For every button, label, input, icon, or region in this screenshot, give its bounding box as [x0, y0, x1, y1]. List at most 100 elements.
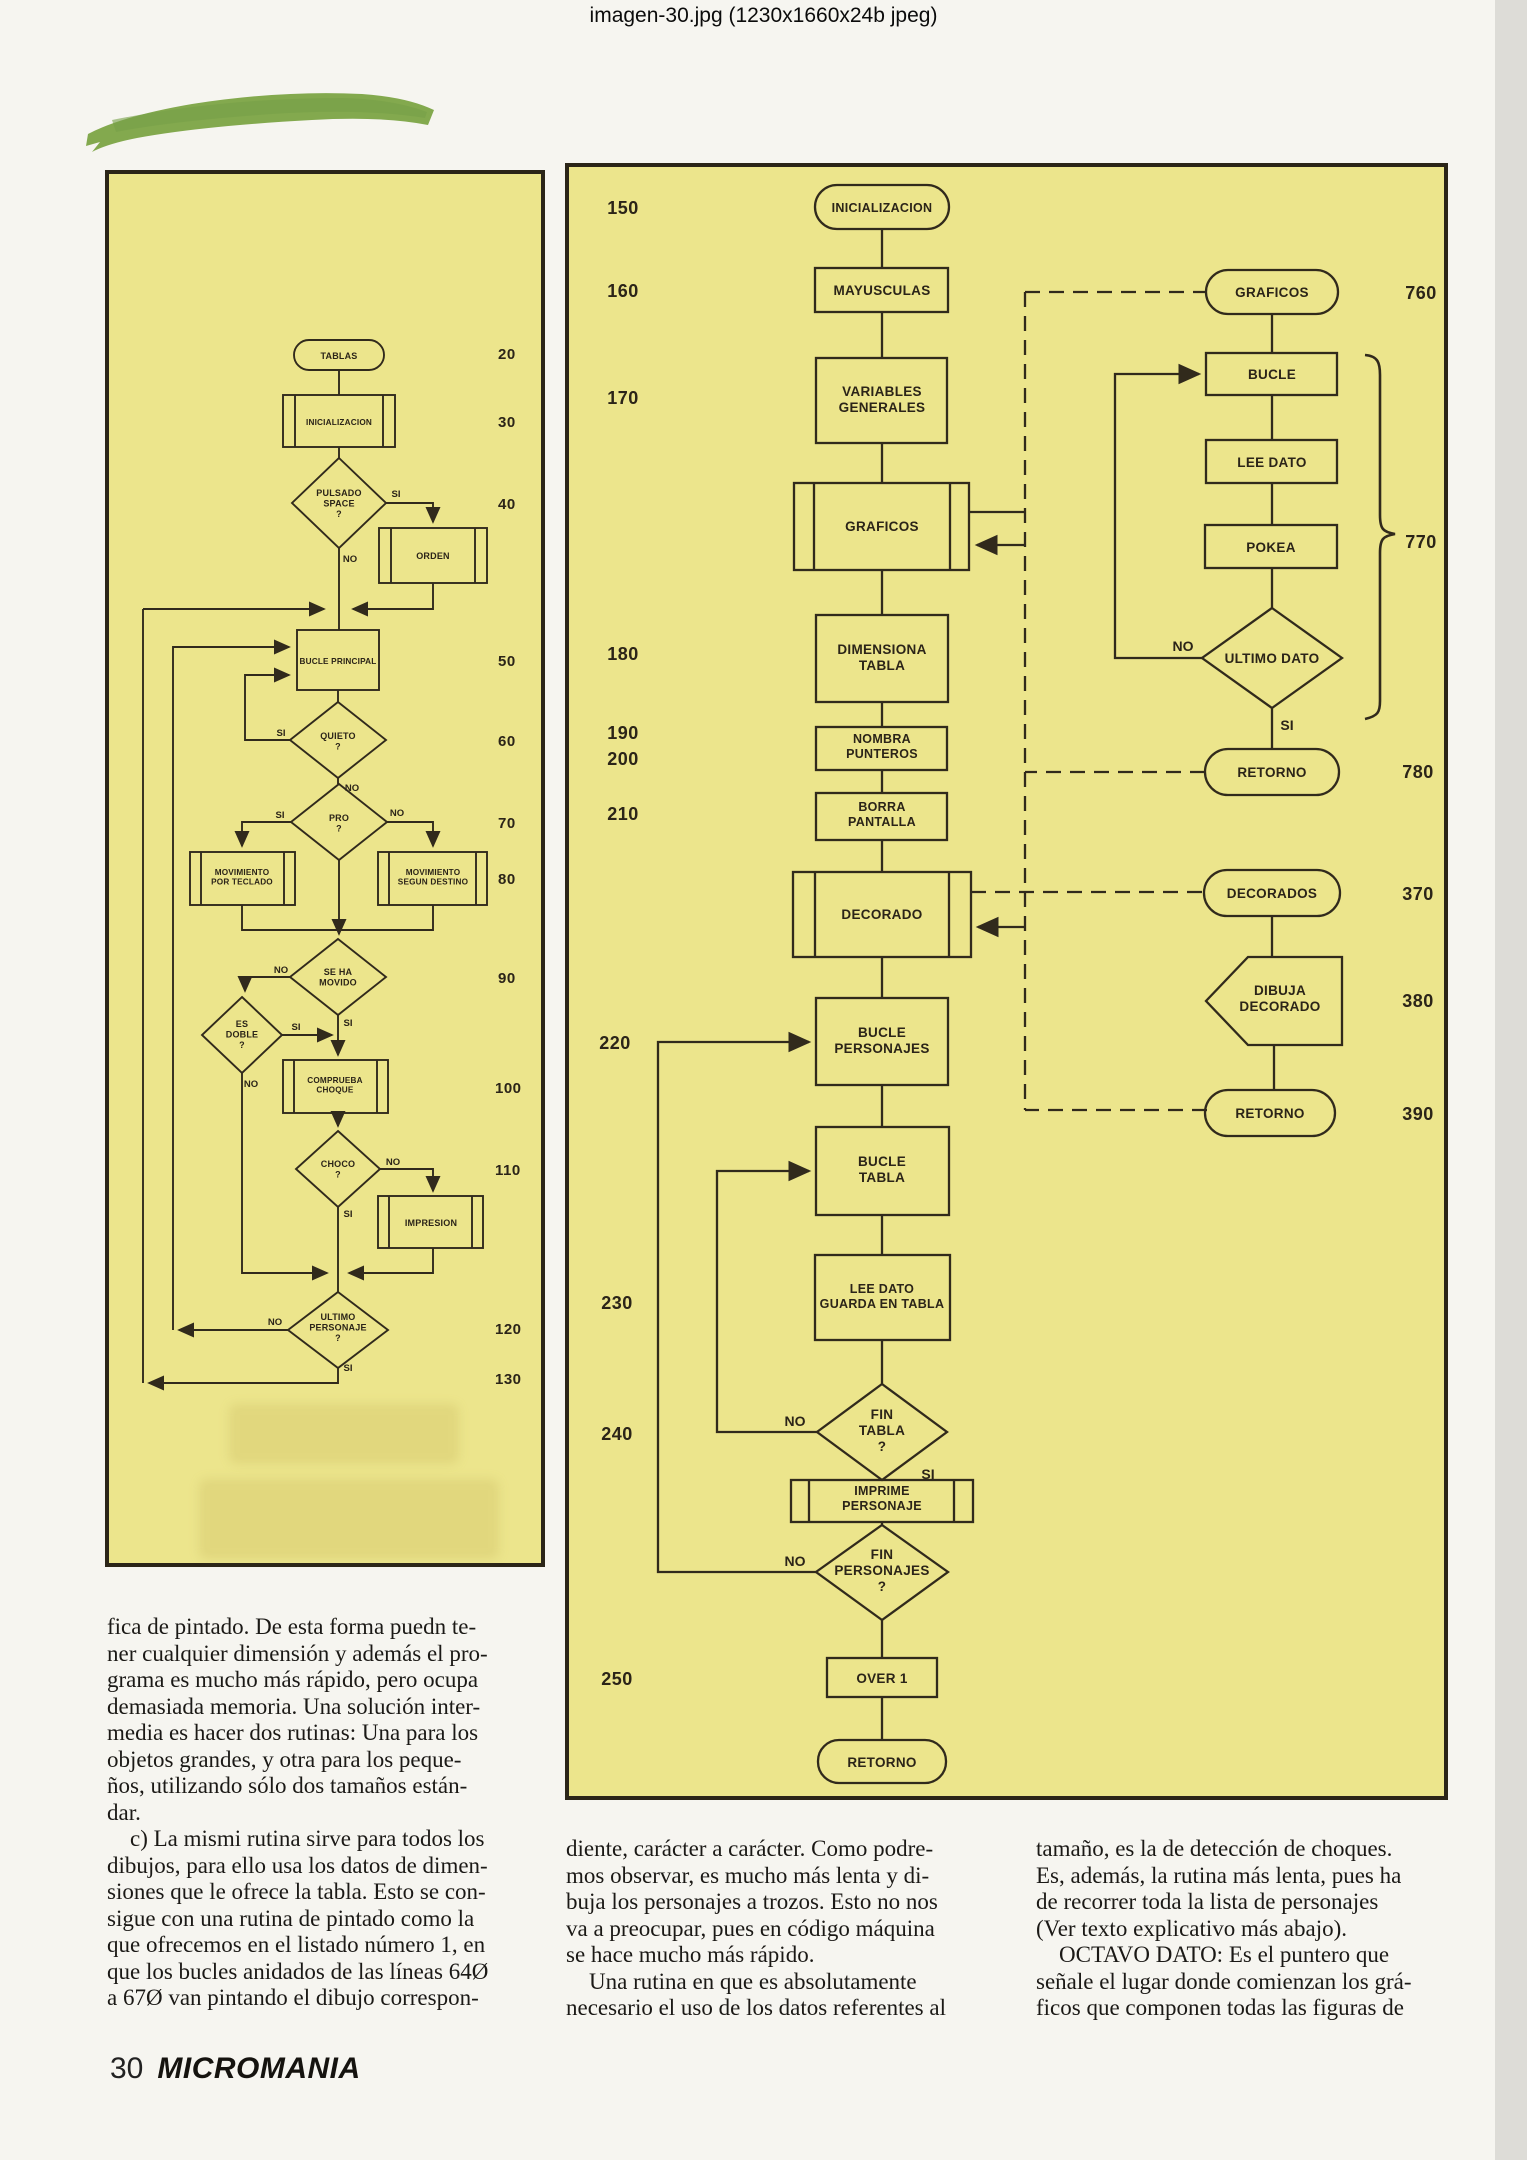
svg-text:CHOCO?: CHOCO?	[321, 1159, 356, 1180]
svg-text:INICIALIZACION: INICIALIZACION	[832, 201, 933, 215]
svg-text:SI: SI	[276, 810, 285, 821]
brace-770	[1364, 353, 1396, 721]
svg-text:120: 120	[495, 1321, 522, 1338]
svg-text:SI: SI	[344, 1209, 353, 1220]
svg-text:250: 250	[601, 1669, 633, 1689]
node-ultimo-dato: ULTIMO DATO NO SI	[1173, 606, 1344, 733]
svg-text:NO: NO	[345, 783, 359, 794]
right-line-numbers-left: 150 160 170 180 190 200 210 220 230 240 …	[599, 198, 639, 1689]
svg-text:190: 190	[607, 723, 639, 743]
node-quieto: QUIETO? SI NO	[277, 700, 388, 794]
article-column-1: fica de pintado. De esta forma puedn te-…	[107, 1614, 489, 2010]
svg-text:390: 390	[1402, 1104, 1434, 1124]
svg-text:170: 170	[607, 388, 639, 408]
svg-text:370: 370	[1402, 884, 1434, 904]
node-decorados: DECORADOS	[1202, 868, 1342, 918]
svg-text:RETORNO: RETORNO	[1237, 765, 1306, 780]
svg-text:NO: NO	[386, 1157, 400, 1168]
svg-text:20: 20	[498, 346, 516, 363]
svg-text:NO: NO	[1173, 638, 1194, 654]
svg-text:90: 90	[498, 970, 516, 987]
svg-text:LEE DATO: LEE DATO	[1237, 455, 1306, 470]
svg-text:NO: NO	[274, 965, 288, 976]
svg-text:SI: SI	[277, 728, 286, 739]
svg-text:30: 30	[498, 414, 516, 431]
svg-text:210: 210	[607, 804, 639, 824]
svg-text:230: 230	[601, 1293, 633, 1313]
svg-text:MAYUSCULAS: MAYUSCULAS	[833, 283, 930, 298]
svg-text:70: 70	[498, 815, 516, 832]
page-number: 30	[110, 2052, 144, 2085]
svg-text:110: 110	[495, 1162, 521, 1179]
svg-text:SI: SI	[921, 1466, 934, 1482]
svg-text:IMPRESION: IMPRESION	[405, 1218, 457, 1228]
svg-text:NO: NO	[244, 1079, 258, 1090]
svg-text:RETORNO: RETORNO	[847, 1755, 916, 1770]
svg-text:POKEA: POKEA	[1246, 540, 1296, 555]
svg-text:ULTIMO DATO: ULTIMO DATO	[1225, 651, 1320, 666]
node-retorno-main: RETORNO	[816, 1738, 948, 1785]
image-viewer-title: imagen-30.jpg (1230x1660x24b jpeg)	[589, 4, 938, 27]
svg-text:180: 180	[607, 644, 639, 664]
svg-text:150: 150	[607, 198, 639, 218]
svg-text:130: 130	[495, 1371, 522, 1388]
svg-text:380: 380	[1402, 991, 1434, 1011]
svg-text:160: 160	[607, 281, 639, 301]
svg-text:100: 100	[495, 1080, 522, 1097]
svg-text:BUCLE: BUCLE	[1248, 367, 1296, 382]
svg-text:PRO?: PRO?	[329, 813, 349, 834]
node-bucle-principal: BUCLE PRINCIPAL	[296, 629, 380, 691]
svg-text:QUIETO?: QUIETO?	[320, 731, 356, 752]
node-mayusculas: MAYUSCULAS	[813, 266, 950, 314]
svg-text:ORDEN: ORDEN	[416, 551, 450, 561]
svg-text:SI: SI	[392, 489, 401, 500]
svg-text:80: 80	[498, 871, 516, 888]
svg-text:TABLAS: TABLAS	[320, 351, 357, 361]
node-pro: PRO? SI NO	[276, 782, 404, 862]
right-flowchart-connectors	[656, 229, 1396, 1740]
svg-text:220: 220	[599, 1033, 631, 1053]
node-pokea: POKEA	[1203, 523, 1339, 570]
svg-text:60: 60	[498, 733, 516, 750]
svg-text:NO: NO	[343, 554, 357, 565]
node-lee-dato: LEE DATO	[1204, 438, 1339, 485]
bleed-through	[199, 1479, 499, 1559]
svg-text:SI: SI	[1280, 717, 1293, 733]
node-decorado-call: DECORADO	[791, 870, 973, 959]
svg-text:OVER 1: OVER 1	[856, 1671, 908, 1686]
node-impresion: IMPRESION	[377, 1195, 484, 1249]
left-line-numbers: 20 30 40 50 60 70 80 90 100 110 120 130	[495, 346, 522, 1388]
svg-text:DECORADOS: DECORADOS	[1227, 886, 1317, 901]
svg-text:INICIALIZACION: INICIALIZACION	[306, 418, 372, 427]
node-bucle: BUCLE	[1204, 351, 1339, 397]
